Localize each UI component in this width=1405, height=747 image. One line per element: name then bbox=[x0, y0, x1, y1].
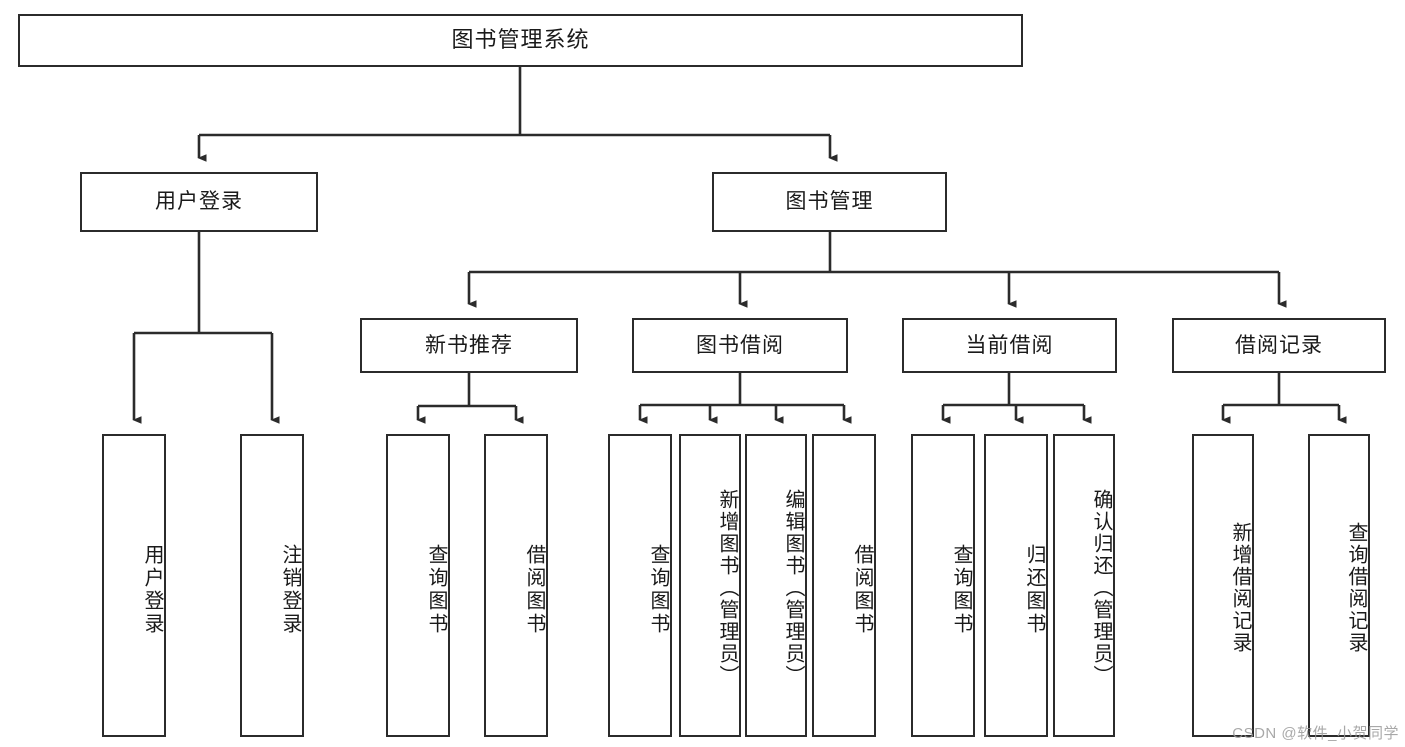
csdn-watermark: CSDN @软件_小贺同学 bbox=[1232, 725, 1399, 742]
node-user-login[interactable]: 用户登录 bbox=[80, 172, 318, 232]
leaf-user-login[interactable]: 用户登录 bbox=[102, 434, 166, 737]
leaf-query-book-borrow[interactable]: 查询图书 bbox=[608, 434, 672, 737]
node-book-borrow[interactable]: 图书借阅 bbox=[632, 318, 848, 373]
leaf-query-book-current[interactable]: 查询图书 bbox=[911, 434, 975, 737]
leaf-borrow-book[interactable]: 借阅图书 bbox=[812, 434, 876, 737]
node-new-book-recommend[interactable]: 新书推荐 bbox=[360, 318, 578, 373]
leaf-add-borrow-record[interactable]: 新增借阅记录 bbox=[1192, 434, 1254, 737]
leaf-confirm-return-admin[interactable]: 确认归还（管理员） bbox=[1053, 434, 1115, 737]
leaf-query-book-recommend[interactable]: 查询图书 bbox=[386, 434, 450, 737]
leaf-logout-login[interactable]: 注销登录 bbox=[240, 434, 304, 737]
node-borrow-record[interactable]: 借阅记录 bbox=[1172, 318, 1386, 373]
leaf-borrow-book-recommend[interactable]: 借阅图书 bbox=[484, 434, 548, 737]
leaf-add-book-admin[interactable]: 新增图书（管理员） bbox=[679, 434, 741, 737]
leaf-edit-book-admin[interactable]: 编辑图书（管理员） bbox=[745, 434, 807, 737]
leaf-query-borrow-record[interactable]: 查询借阅记录 bbox=[1308, 434, 1370, 737]
node-root-system-title[interactable]: 图书管理系统 bbox=[18, 14, 1023, 67]
leaf-return-book[interactable]: 归还图书 bbox=[984, 434, 1048, 737]
node-book-management[interactable]: 图书管理 bbox=[712, 172, 947, 232]
node-current-borrow[interactable]: 当前借阅 bbox=[902, 318, 1117, 373]
